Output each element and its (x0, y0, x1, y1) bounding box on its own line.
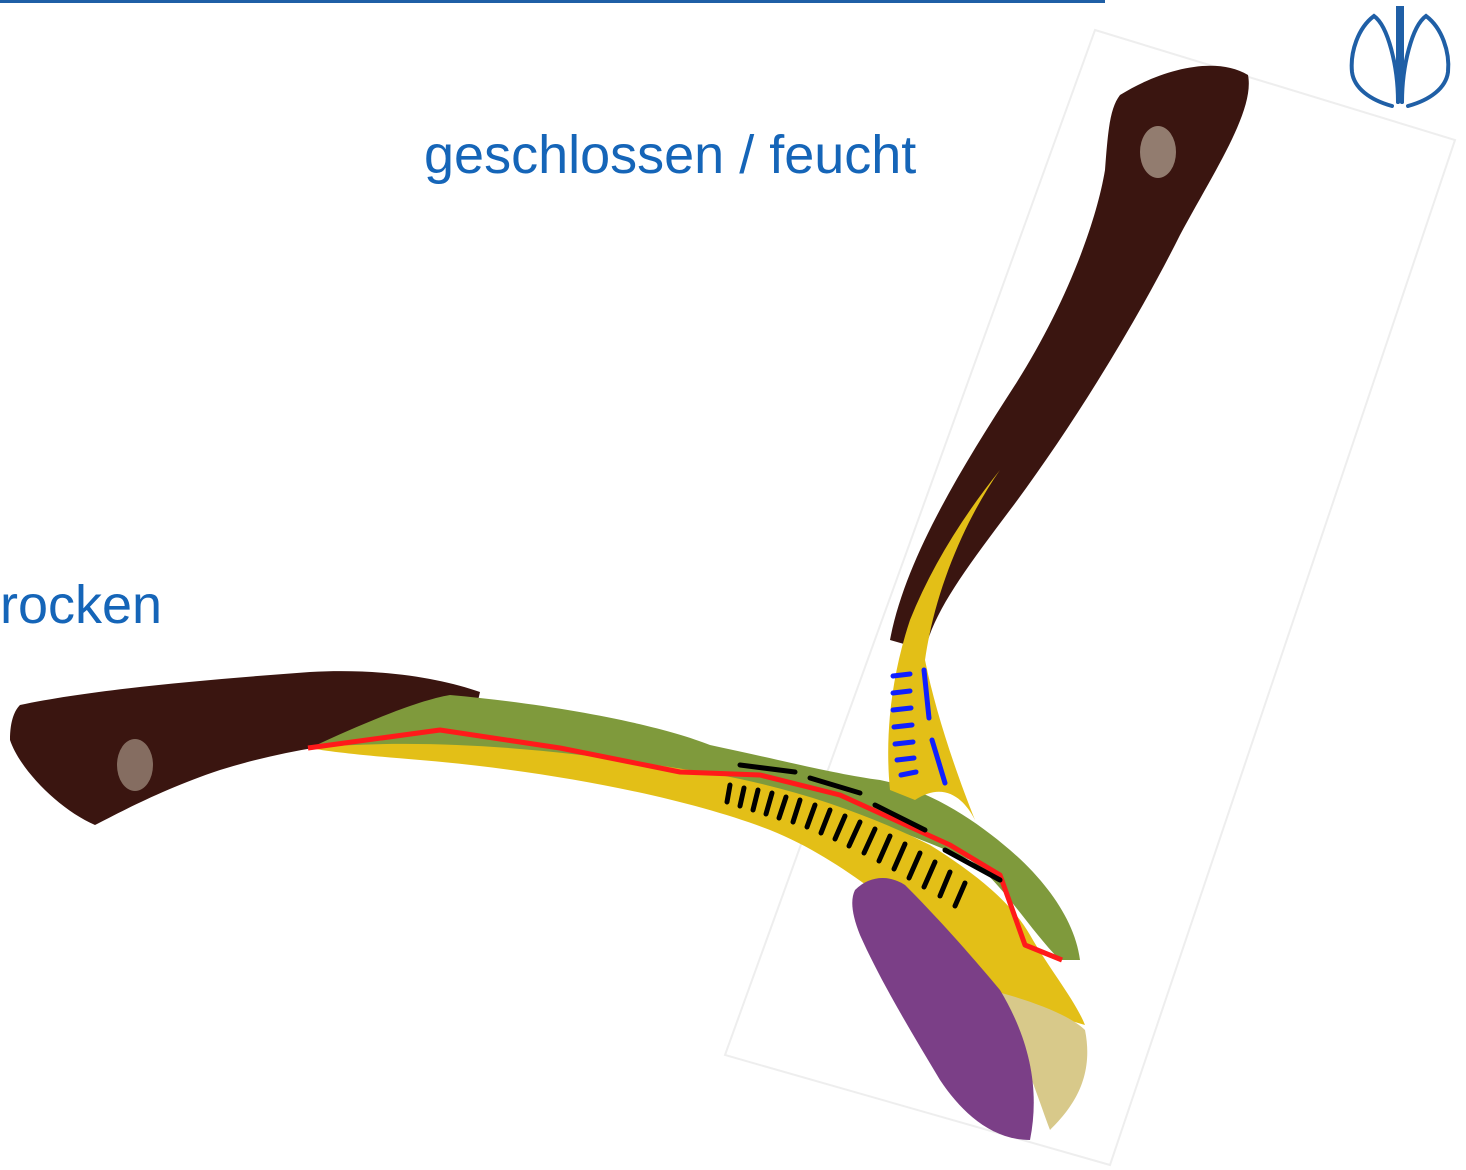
faint-outline (725, 30, 1455, 1165)
upper-arm-spot (1140, 126, 1176, 178)
left-arm-spot (117, 739, 153, 791)
